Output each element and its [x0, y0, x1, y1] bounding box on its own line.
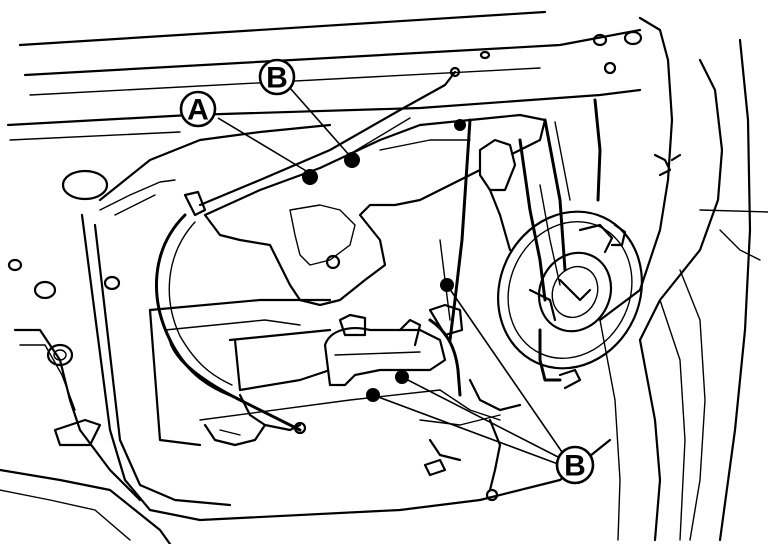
callout-b-top: B [258, 58, 296, 96]
svg-text:B: B [266, 62, 288, 95]
panel-holes [7, 30, 643, 447]
wire-harness [155, 213, 307, 447]
leader-b-1 [446, 284, 563, 453]
speaker [497, 210, 643, 370]
inner-panel-outline [0, 123, 612, 544]
svg-text:A: A [187, 94, 209, 127]
leader-b-3 [372, 394, 559, 465]
callout-b-bottom: B [555, 445, 595, 485]
bolt-a [302, 169, 318, 185]
callout-a: A [179, 90, 217, 128]
latch-wiring [419, 153, 682, 502]
leader-lines [217, 87, 563, 465]
bolt-upper [454, 119, 466, 131]
bolt-b-top [344, 152, 360, 168]
leader-a [217, 117, 309, 173]
leader-b-2 [401, 376, 561, 459]
harness-tube [323, 303, 464, 397]
leader-b-top [289, 87, 351, 157]
svg-text:B: B [564, 450, 586, 483]
door-frame [6, 10, 768, 542]
window-regulator [203, 113, 547, 342]
